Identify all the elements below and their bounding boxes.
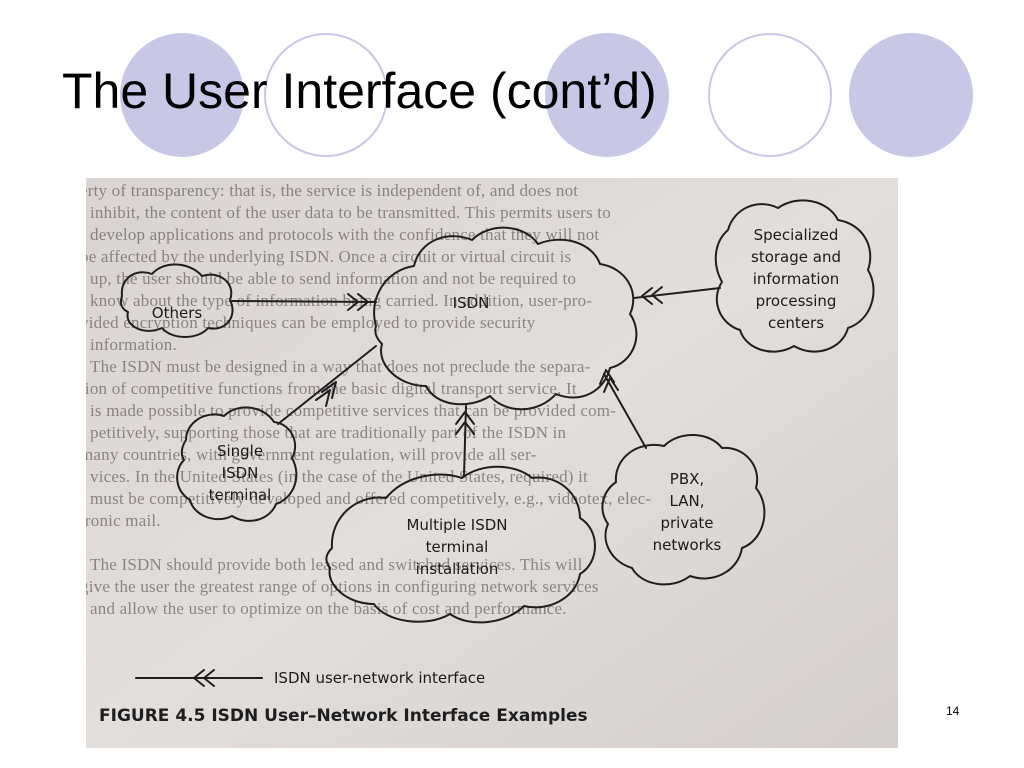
background-text-line: be affected by the underlying ISDN. Once… [86, 247, 572, 266]
node-label-specialized: Specialized storage and information proc… [751, 226, 841, 332]
link-pbx-isdn [603, 373, 647, 449]
background-text-line: information. [90, 335, 177, 354]
isdn-cloud [373, 226, 638, 411]
interface-marker-pbx [599, 369, 619, 393]
background-text-line: The ISDN should provide both leased and … [90, 555, 583, 574]
background-text-line: give the user the greatest range of opti… [86, 577, 599, 596]
pbx-lan-cloud [601, 433, 766, 586]
slide-number: 14 [946, 704, 960, 718]
isdn-diagram [119, 199, 875, 687]
decorative-circle-filled [120, 33, 244, 157]
scanned-figure: erty of transparency: that is, the servi… [86, 178, 898, 748]
interface-marker-specialized [641, 286, 663, 305]
node-label-isdn: ISDN [452, 294, 490, 312]
interface-marker-others [347, 293, 369, 311]
node-label-multiple: Multiple ISDN terminal installation [406, 516, 508, 578]
figure-caption: FIGURE 4.5 ISDN User–Network Interface E… [99, 706, 588, 726]
scan-background [86, 178, 898, 748]
node-label-others: Others [151, 304, 203, 322]
link-single-isdn [277, 345, 377, 425]
decorative-circle-outline [264, 33, 388, 157]
link-others-isdn [231, 300, 377, 303]
specialized-cloud [714, 199, 875, 353]
legend-marker [135, 669, 263, 687]
background-text-line: vided encryption techniques can be emplo… [86, 313, 536, 332]
multiple-terminal-cloud [325, 465, 596, 624]
background-text-line: erty of transparency: that is, the servi… [86, 181, 579, 200]
others-cloud [119, 263, 234, 338]
background-text-line: tion of competitive functions from the b… [86, 379, 577, 398]
node-label-single: Single ISDN terminal [208, 442, 272, 504]
decorative-circle-outline [708, 33, 832, 157]
background-text-line: and allow the user to optimize on the ba… [90, 599, 567, 618]
interface-marker-single [315, 381, 337, 407]
single-terminal-cloud [176, 406, 298, 522]
background-text-line: tronic mail. [86, 511, 161, 530]
decorative-circle-filled [545, 33, 669, 157]
link-specialized-isdn [633, 287, 721, 299]
background-text-line: The ISDN must be designed in a way that … [90, 357, 591, 376]
link-multiple-isdn [463, 405, 467, 477]
background-text-line: petitively, supporting those that are tr… [90, 423, 567, 442]
node-label-pbx: PBX, LAN, private networks [652, 470, 722, 554]
background-text-line: many countries, with government regulati… [86, 445, 537, 464]
decorative-circles [120, 33, 973, 157]
background-text-line: inhibit, the content of the user data to… [90, 203, 611, 222]
decorative-circle-filled [849, 33, 973, 157]
slide-title: The User Interface (cont’d) [62, 63, 657, 119]
background-text-line: know about the type of information being… [90, 291, 593, 310]
legend-label: ISDN user-network interface [274, 669, 486, 687]
interface-marker-multiple [455, 411, 475, 435]
